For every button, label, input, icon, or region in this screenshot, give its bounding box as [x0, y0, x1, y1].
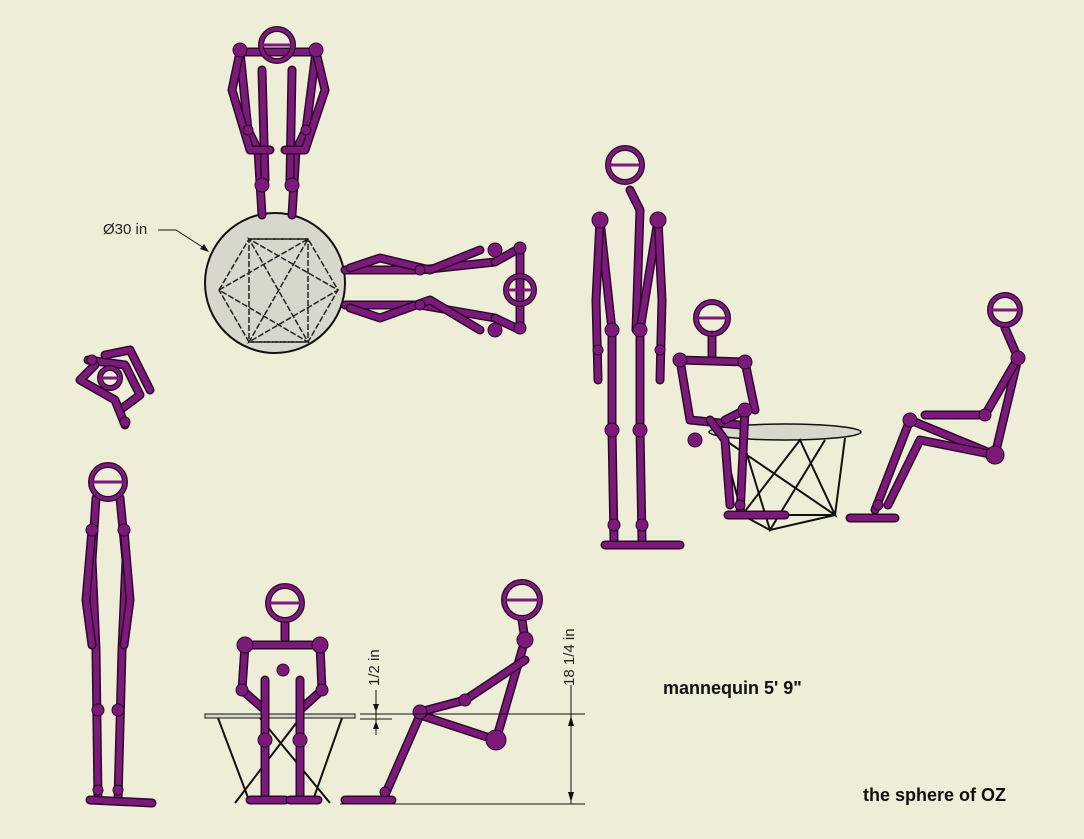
joint [654, 344, 666, 356]
joint [902, 412, 918, 428]
limb [87, 797, 155, 806]
mannequin-caption: mannequin 5' 9" [663, 678, 802, 698]
joint [311, 636, 329, 654]
joint [257, 732, 273, 748]
joint [315, 683, 329, 697]
joint [978, 408, 992, 422]
joint [513, 321, 527, 335]
mannequin-front-seated [235, 583, 329, 805]
joint [487, 322, 503, 338]
joint [254, 177, 270, 193]
limb [229, 49, 273, 153]
dimension-arrows [373, 704, 574, 802]
mannequin-top-small [75, 345, 155, 430]
mannequin-perspective-seated-1 [672, 299, 790, 520]
limb [77, 362, 128, 428]
joint [1010, 350, 1026, 366]
joint [242, 124, 254, 136]
limb [637, 217, 661, 543]
limb [121, 527, 133, 648]
joint [86, 354, 98, 366]
leader-arrow [200, 244, 209, 252]
mannequin-top-view-2 [340, 241, 537, 338]
limb [677, 357, 748, 365]
credit-caption: the sphere of OZ [863, 785, 1007, 805]
joint [458, 693, 472, 707]
joint [672, 352, 688, 368]
joint [414, 264, 426, 276]
mannequin-top-view-1 [227, 26, 330, 220]
limb [259, 67, 268, 183]
joint [591, 211, 609, 229]
seat-height-label: 18 1/4 in [561, 628, 578, 686]
joint [872, 499, 884, 511]
table-front-top [204, 713, 356, 719]
joint [112, 784, 124, 796]
joint [235, 683, 249, 697]
limb [627, 187, 643, 333]
joint [119, 416, 131, 428]
joint [308, 42, 324, 58]
joint [292, 732, 308, 748]
mannequin-perspective-seated-2 [845, 292, 1026, 523]
limb [347, 247, 483, 273]
mannequins [75, 26, 1026, 808]
mannequin-side-seated [340, 579, 543, 805]
limb [597, 217, 617, 543]
joint [284, 177, 300, 193]
joint [737, 402, 753, 418]
limb [707, 417, 733, 508]
joint [111, 703, 125, 717]
joint [635, 518, 649, 532]
joint [632, 422, 648, 438]
joint [485, 729, 507, 751]
table-front-legs [217, 717, 343, 804]
joint [604, 422, 620, 438]
table-gap-label: 1/2 in [366, 649, 383, 686]
table-frame-top-view [218, 236, 340, 345]
joint [232, 42, 248, 58]
diameter-leader [158, 229, 208, 251]
limb [885, 437, 998, 508]
limb [742, 359, 758, 413]
joint [632, 322, 648, 338]
tables [158, 212, 862, 804]
joint [300, 124, 312, 136]
joint [412, 704, 428, 720]
limb [102, 347, 153, 393]
joint [687, 432, 703, 448]
joint [604, 322, 620, 338]
mannequin-side-standing [591, 145, 685, 550]
joint [737, 354, 753, 370]
limb [282, 49, 328, 153]
joint [236, 636, 254, 654]
joint [117, 523, 131, 537]
limb [85, 357, 143, 413]
joint [985, 445, 1005, 465]
joint [513, 241, 527, 255]
limb [287, 67, 295, 183]
joint [85, 523, 99, 537]
joint [379, 786, 391, 798]
limb [382, 712, 499, 798]
joint [607, 518, 621, 532]
limb [83, 527, 95, 648]
joint [487, 242, 503, 258]
joint [414, 299, 426, 311]
joint [92, 784, 104, 796]
table-top-view [204, 212, 346, 354]
joint [734, 499, 746, 511]
joint [91, 703, 105, 717]
joint [649, 211, 667, 229]
joint [516, 631, 534, 649]
joint [592, 344, 604, 356]
table-diameter-label: Ø30 in [103, 221, 148, 238]
joint [276, 663, 290, 677]
limb [347, 297, 483, 333]
mannequin-front-standing [81, 462, 157, 808]
